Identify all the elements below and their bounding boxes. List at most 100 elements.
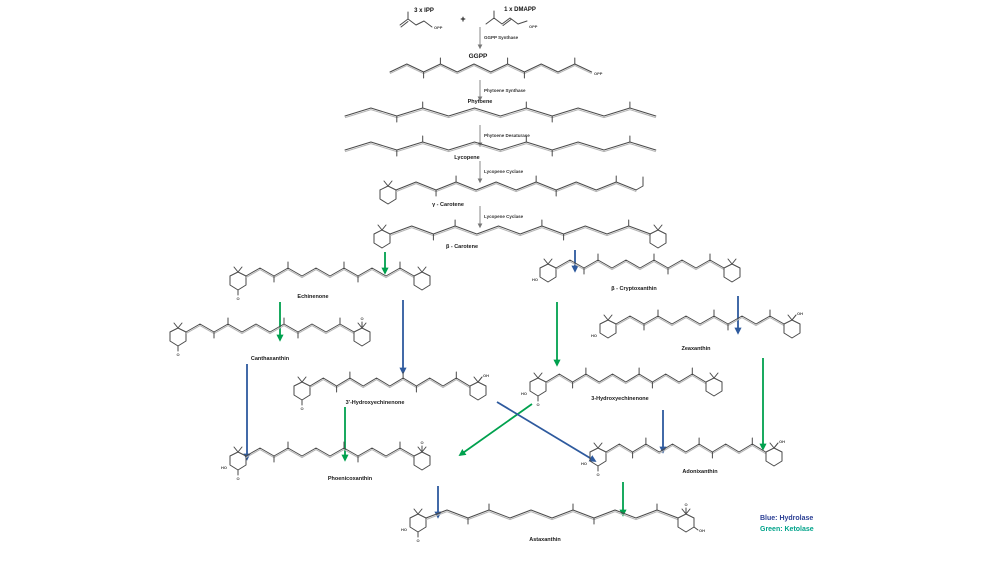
oh-label: OH <box>699 528 705 533</box>
3p-hydroxyechinenone-ring-right <box>469 376 487 401</box>
ho-label: HO <box>581 461 587 466</box>
compound-3-hydroxyechinenone: HO O 3-Hydroxyechinenone <box>521 367 723 407</box>
cryptoxanthin-ring-left <box>539 258 557 283</box>
adonixanthin-label: Adonixanthin <box>682 469 718 475</box>
dmapp-structure <box>485 17 528 25</box>
phytoene-label: Phytoene <box>468 99 493 105</box>
canthaxanthin-chain <box>185 317 355 339</box>
oh-label: OH <box>483 373 489 378</box>
legend-blue-hydrolase: Blue: Hydrolase <box>760 515 813 522</box>
compound-echinenone: O Echinenone <box>229 261 431 301</box>
gamma-carotene-chain <box>395 175 637 197</box>
lycopene-label: Lycopene <box>454 155 479 161</box>
phytoene-chain <box>344 101 657 123</box>
3p-hydroxyechinenone-chain <box>309 371 471 393</box>
astaxanthin-ring-left <box>409 508 427 533</box>
compound-phoenicoxanthin: HO O O Phoenicoxanthin <box>221 440 431 482</box>
beta-carotene-ring-left <box>373 224 391 249</box>
3p-hydroxyechinenone-label: 3'-Hydroxyechinenone <box>346 400 405 406</box>
ipp-double-bond <box>400 11 409 28</box>
echinenone-chain <box>245 261 415 283</box>
opp-label: OPP <box>434 25 443 30</box>
enzyme-phytoene-desaturase: Phytoene Desaturase <box>484 133 530 138</box>
echinenone-ring-left <box>229 266 247 291</box>
ho-label: HO <box>401 527 407 532</box>
phoenicoxanthin-chain <box>245 441 415 463</box>
legend: Blue: Hydrolase Green: Ketolase <box>760 515 814 533</box>
enzyme-lycopene-cyclase-2: Lycopene Cyclase <box>484 214 524 219</box>
ipp-label: 3 x IPP <box>414 8 434 14</box>
o-label: O <box>237 296 240 301</box>
o-label: O <box>685 502 688 507</box>
opp-label: OPP <box>529 24 538 29</box>
3p-hydroxyechinenone-oh-bond <box>477 376 483 383</box>
o-label: O <box>177 352 180 357</box>
reactant-dmapp: 1 x DMAPP OPP <box>485 7 538 29</box>
adonixanthin-oh-bond <box>773 442 779 449</box>
cryptoxanthin-chain <box>555 253 725 275</box>
adonixanthin-ring-right <box>765 442 783 467</box>
oh-label: OH <box>779 439 785 444</box>
compound-gamma-carotene: γ - Carotene <box>379 175 644 208</box>
echinenone-label: Echinenone <box>297 294 328 300</box>
adonixanthin-ring-left <box>589 442 607 467</box>
3p-hydroxyechinenone-ring-left <box>293 376 311 401</box>
phoenicoxanthin-ring-left <box>229 446 247 471</box>
beta-carotene-chain <box>389 219 652 241</box>
beta-carotene-ring-right <box>649 224 667 249</box>
compound-beta-cryptoxanthin: HO β - Cryptoxanthin <box>532 253 741 292</box>
ho-label: HO <box>521 391 527 396</box>
zeaxanthin-ring-right <box>783 314 801 339</box>
dmapp-double-bond <box>493 10 512 26</box>
cryptoxanthin-label: β - Cryptoxanthin <box>611 286 657 292</box>
canthaxanthin-ring-left <box>169 322 187 347</box>
o-label: O <box>537 402 540 407</box>
zeaxanthin-oh-bond <box>791 314 797 321</box>
o-label: O <box>237 476 240 481</box>
beta-carotene-label: β - Carotene <box>446 244 478 250</box>
adonixanthin-chain <box>605 437 767 459</box>
ggpp-chain <box>389 57 593 79</box>
o-label: O <box>361 316 364 321</box>
gamma-carotene-ring <box>379 180 397 205</box>
compound-astaxanthin: HO O O OH Astaxanthin <box>401 502 705 543</box>
ipp-structure <box>399 18 433 28</box>
zeaxanthin-label: Zeaxanthin <box>681 346 711 352</box>
o-label: O <box>417 538 420 543</box>
linear-steps: GGPP Synthase Phytoene Synthase Phytoene… <box>477 27 530 229</box>
gamma-carotene-end <box>635 176 644 191</box>
compound-lycopene: Lycopene <box>344 135 657 161</box>
3-hydroxyechinenone-chain <box>545 367 707 389</box>
compound-ggpp: GGPP OPP <box>389 53 603 79</box>
plus-sign: + <box>460 14 465 24</box>
opp-label: OPP <box>594 71 603 76</box>
3-hydroxyechinenone-ring-left <box>529 372 547 397</box>
ggpp-label: GGPP <box>469 53 488 60</box>
o-label: O <box>597 472 600 477</box>
echinenone-ring-right <box>413 266 431 291</box>
arrow-3phydroxyechinenone-adonixanthin <box>496 401 597 462</box>
oh-label: OH <box>797 311 803 316</box>
compound-zeaxanthin: HO OH Zeaxanthin <box>591 309 803 352</box>
reactant-ipp: 3 x IPP OPP <box>399 8 443 30</box>
canthaxanthin-label: Canthaxanthin <box>251 356 290 362</box>
zeaxanthin-ring-left <box>599 314 617 339</box>
gamma-carotene-label: γ - Carotene <box>432 202 464 208</box>
compound-3p-hydroxyechinenone: O OH 3'-Hydroxyechinenone <box>293 371 489 411</box>
3-hydroxyechinenone-label: 3-Hydroxyechinenone <box>591 396 648 402</box>
cryptoxanthin-ring-right <box>723 258 741 283</box>
astaxanthin-oh-bond <box>693 526 699 531</box>
arrow-3hydroxyechinenone-phoenicoxanthin <box>458 403 533 457</box>
phoenicoxanthin-label: Phoenicoxanthin <box>328 476 373 482</box>
compound-adonixanthin: HO O OH Adonixanthin <box>581 437 785 477</box>
compound-beta-carotene: β - Carotene <box>373 219 667 250</box>
enzyme-phytoene-synthase: Phytoene Synthase <box>484 88 526 93</box>
compound-phytoene: Phytoene <box>344 99 657 123</box>
zeaxanthin-chain <box>615 309 785 331</box>
3-hydroxyechinenone-ring-right <box>705 372 723 397</box>
ho-label: HO <box>221 465 227 470</box>
astaxanthin-label: Astaxanthin <box>529 537 561 543</box>
o-label: O <box>301 406 304 411</box>
